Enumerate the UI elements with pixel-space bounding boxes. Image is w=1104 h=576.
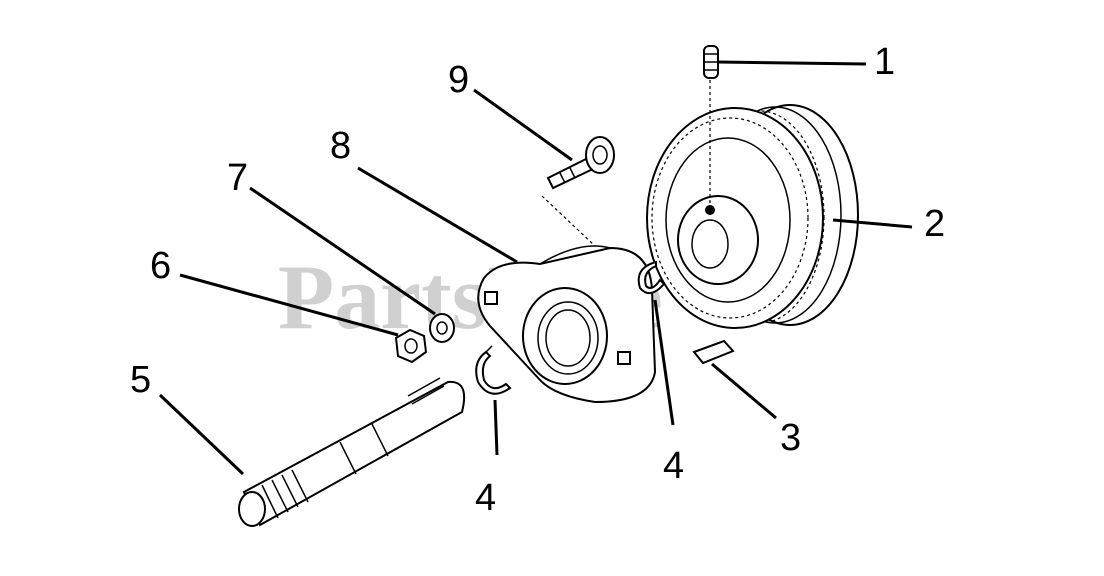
leader-6 bbox=[179, 273, 399, 337]
shaft-part[interactable] bbox=[238, 377, 466, 527]
callout-2: 2 bbox=[924, 203, 945, 245]
leader-7 bbox=[249, 186, 436, 316]
callout-6: 6 bbox=[150, 245, 171, 287]
nut-part[interactable] bbox=[394, 328, 428, 364]
callout-9: 9 bbox=[448, 59, 469, 101]
leader-1 bbox=[717, 60, 867, 66]
callout-8: 8 bbox=[330, 125, 351, 167]
leader-4b bbox=[653, 299, 675, 426]
callout-4-lower: 4 bbox=[475, 477, 496, 519]
callout-4-upper: 4 bbox=[663, 445, 684, 487]
leader-4a bbox=[493, 399, 499, 456]
bearing-flange-part[interactable] bbox=[477, 195, 657, 404]
leader-lines bbox=[158, 60, 913, 476]
leader-9 bbox=[473, 88, 573, 162]
callout-1: 1 bbox=[874, 41, 895, 83]
leader-3 bbox=[711, 362, 777, 420]
pulley-part[interactable] bbox=[646, 80, 859, 329]
set-screw-part[interactable] bbox=[703, 45, 719, 79]
callout-5: 5 bbox=[130, 359, 151, 401]
washer-part[interactable] bbox=[429, 313, 455, 343]
bolt-part[interactable] bbox=[546, 136, 615, 190]
callout-7: 7 bbox=[227, 157, 248, 199]
key-part[interactable] bbox=[692, 339, 735, 365]
leader-2 bbox=[832, 218, 913, 229]
callout-3: 3 bbox=[780, 417, 801, 459]
leader-5 bbox=[158, 393, 245, 476]
leader-8 bbox=[357, 166, 518, 264]
retaining-ring-part-upper[interactable] bbox=[637, 260, 666, 295]
retaining-ring-part-lower[interactable] bbox=[475, 345, 512, 395]
